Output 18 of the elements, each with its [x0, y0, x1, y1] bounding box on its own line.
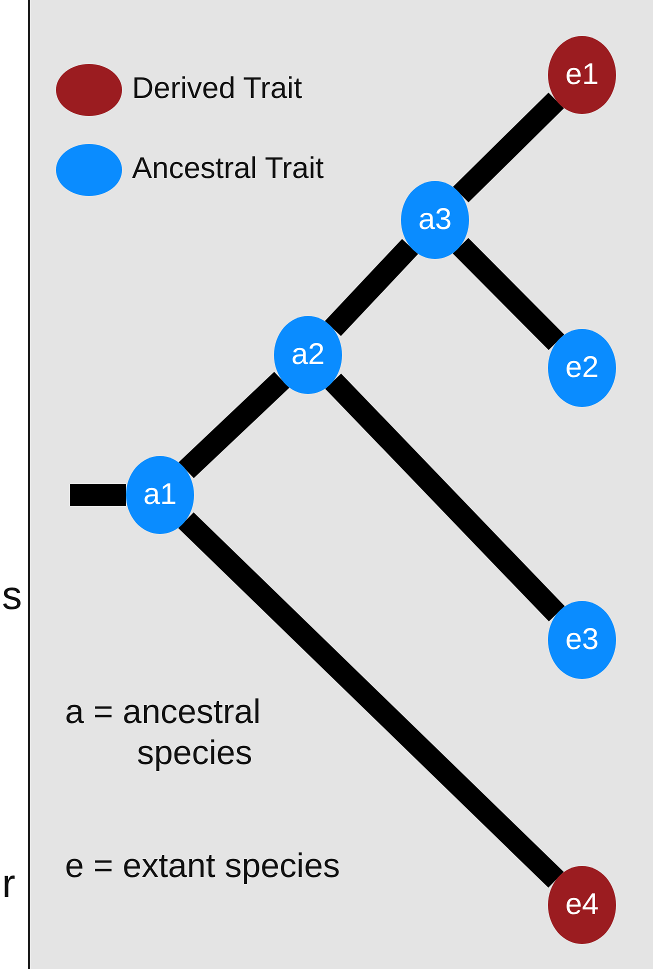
species-node: e3	[548, 601, 616, 679]
legend-label: Derived Trait	[132, 72, 302, 106]
species-node: a1	[126, 456, 194, 534]
note-text: e = extant species	[65, 846, 340, 887]
species-node: e1	[548, 36, 616, 114]
note-text: s	[2, 573, 22, 620]
branch-line	[178, 512, 564, 888]
species-node: e4	[548, 866, 616, 944]
branch-line	[325, 374, 565, 622]
species-node: e2	[548, 329, 616, 407]
note-text: r	[2, 861, 16, 908]
legend-label: Ancestral Trait	[132, 152, 324, 186]
branch-line	[324, 238, 418, 336]
branch-line	[178, 372, 290, 478]
branch-line	[453, 92, 564, 202]
branch-line	[452, 238, 564, 350]
key-note: a = ancestral species	[65, 692, 262, 774]
branch-line	[70, 484, 126, 506]
